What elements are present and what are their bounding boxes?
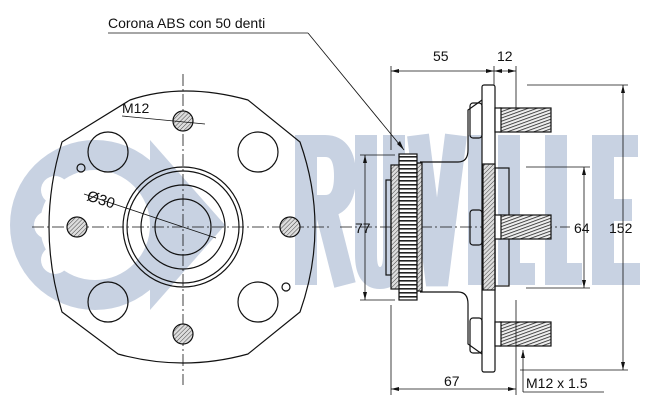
- flange-section: [482, 163, 496, 291]
- m12-label: M12: [122, 100, 149, 116]
- wordmark-letter-e: [592, 135, 640, 285]
- stud-hole: [172, 323, 194, 345]
- hub-ring: [122, 166, 244, 288]
- side-view: [340, 84, 570, 373]
- wheel-stud: [499, 214, 552, 240]
- flange-outline: [48, 90, 316, 364]
- hub-ring: [140, 184, 226, 270]
- dim-67: 67: [444, 373, 460, 389]
- lightening-hole: [237, 131, 279, 173]
- stud-hole: [279, 216, 301, 238]
- wheel-stud: [499, 321, 552, 347]
- front-view: [32, 74, 330, 385]
- abs-ring-label: Corona ABS con 50 denti: [108, 15, 265, 31]
- wheel-stud: [499, 107, 552, 133]
- wordmark-letter-l: [498, 135, 535, 285]
- bore: [154, 198, 212, 256]
- dimension-lines: [108, 32, 628, 395]
- lightening-hole: [87, 281, 129, 323]
- wordmark-letter-u: [355, 135, 405, 290]
- dim-64: 64: [574, 220, 590, 236]
- stud-hole: [66, 216, 88, 238]
- screw-hole: [76, 163, 86, 173]
- wordmark-letter-l: [545, 135, 582, 285]
- dim-12: 12: [497, 48, 513, 64]
- m12-leader: [121, 115, 206, 125]
- dim-152: 152: [609, 220, 633, 236]
- dim-77: 77: [355, 220, 371, 236]
- abs-ring: [398, 153, 418, 301]
- abs-leader: [307, 32, 405, 151]
- lightening-hole: [87, 131, 129, 173]
- dimension-arrows: [363, 69, 625, 391]
- hub-body: [420, 99, 483, 355]
- lightening-hole: [237, 281, 279, 323]
- dim-55: 55: [433, 48, 449, 64]
- hub-ring: [126, 170, 240, 284]
- wordmark-letter-r: [295, 135, 357, 288]
- wordmark-letter-v: [407, 133, 467, 287]
- bore-leader: [83, 193, 217, 239]
- screw-hole: [281, 282, 291, 292]
- thread-label: M12 x 1.5: [526, 375, 588, 391]
